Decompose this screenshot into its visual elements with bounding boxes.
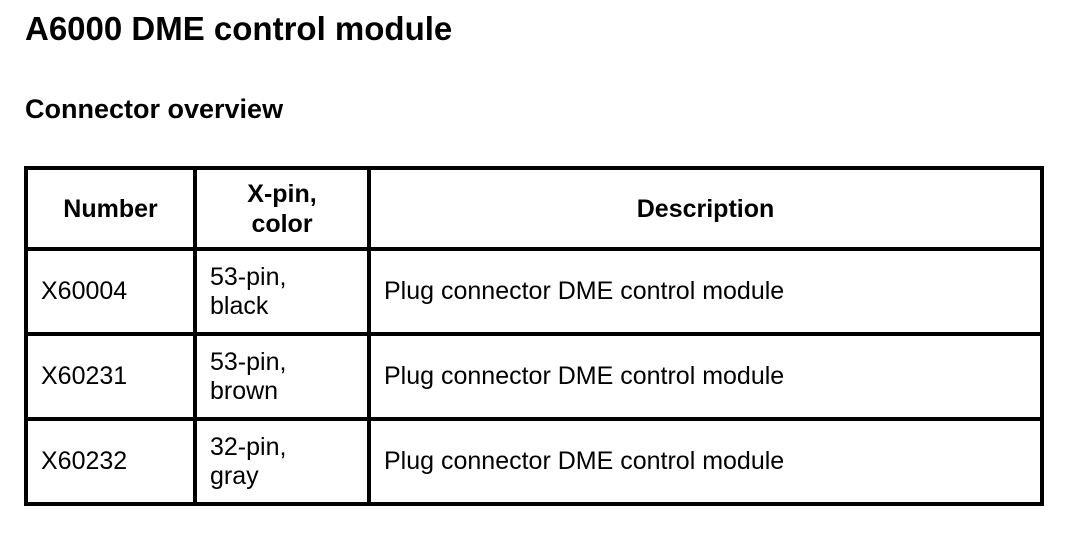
cell-pin-color: 32-pin, gray [193, 417, 371, 506]
cell-pin-color: 53-pin, black [193, 247, 371, 336]
cell-description: Plug connector DME control module [367, 332, 1044, 421]
table-row: X60232 32-pin, gray Plug connector DME c… [24, 417, 1044, 506]
cell-description: Plug connector DME control module [367, 247, 1044, 336]
cell-connector-number: X60232 [24, 417, 197, 506]
table-row: X60004 53-pin, black Plug connector DME … [24, 247, 1044, 336]
cell-connector-number: X60004 [24, 247, 197, 336]
page-title: A6000 DME control module [25, 10, 453, 47]
column-header-number: Number [24, 166, 197, 251]
cell-pin-color: 53-pin, brown [193, 332, 371, 421]
column-header-description: Description [367, 166, 1044, 251]
connector-overview-table: Number X-pin, color Description X60004 5… [24, 166, 1044, 506]
section-title: Connector overview [25, 94, 284, 124]
cell-connector-number: X60231 [24, 332, 197, 421]
column-header-pin-color: X-pin, color [193, 166, 371, 251]
table-row: X60231 53-pin, brown Plug connector DME … [24, 332, 1044, 421]
table-header-row: Number X-pin, color Description [24, 166, 1044, 251]
cell-description: Plug connector DME control module [367, 417, 1044, 506]
